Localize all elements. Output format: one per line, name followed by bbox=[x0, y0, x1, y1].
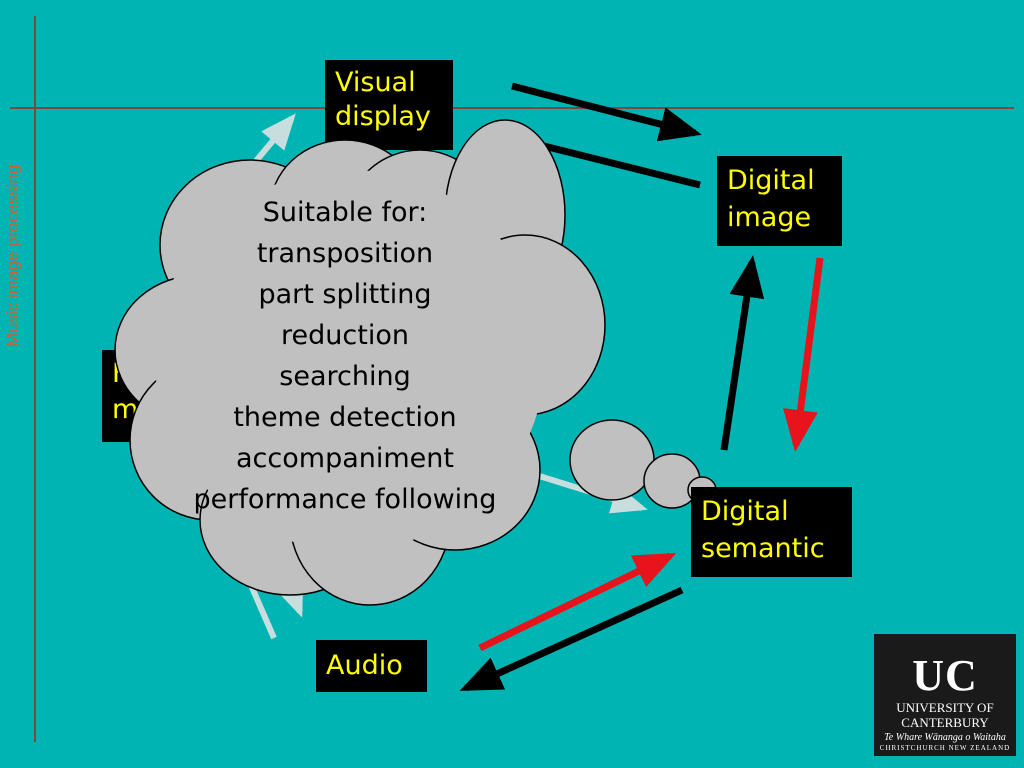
cloud-line: searching bbox=[279, 361, 411, 392]
node-digital-semantic-line2: semantic bbox=[701, 533, 825, 564]
arrow-visual-to-image bbox=[511, 82, 702, 142]
node-visual-display-text: Visual display bbox=[335, 67, 431, 132]
cloud-line: theme detection bbox=[233, 402, 457, 433]
node-digital-image-line1: Digital bbox=[727, 165, 815, 196]
node-digital-image-line2: image bbox=[727, 202, 812, 233]
thought-cloud-fill bbox=[155, 170, 545, 550]
cloud-line: transposition bbox=[256, 238, 434, 269]
node-visual-display: Visual display bbox=[325, 60, 453, 150]
node-digital-image: Digital image bbox=[717, 156, 842, 246]
cloud-line: performance following bbox=[193, 484, 497, 515]
arrow-audio-to-semantic bbox=[478, 552, 677, 652]
node-audio-text: Audio bbox=[326, 650, 403, 681]
cloud-line: reduction bbox=[281, 320, 409, 351]
logo-line3: Te Whare Wānanga o Waitaha bbox=[884, 732, 1006, 743]
cloud-line: part splitting bbox=[258, 279, 432, 310]
logo-line2: CANTERBURY bbox=[901, 715, 989, 730]
arrow-semantic-to-image bbox=[720, 255, 765, 451]
logo-line4: CHRISTCHURCH NEW ZEALAND bbox=[879, 744, 1011, 752]
logo-line1: UNIVERSITY OF bbox=[896, 700, 994, 715]
arrow-image-to-visual bbox=[519, 136, 701, 189]
cloud-text: Suitable for: transposition part splitti… bbox=[160, 192, 530, 520]
cloud-line: Suitable for: bbox=[262, 197, 428, 228]
node-digital-semantic: Digital semantic bbox=[691, 487, 852, 577]
arrow-image-to-semantic bbox=[783, 257, 824, 452]
node-digital-semantic-line1: Digital bbox=[701, 496, 789, 527]
horizontal-rule bbox=[10, 107, 1014, 109]
node-audio: Audio bbox=[316, 640, 427, 692]
cloud-line: accompaniment bbox=[236, 443, 454, 474]
vertical-rule bbox=[34, 16, 36, 742]
logo-mark: UC bbox=[912, 651, 978, 700]
university-logo: UC UNIVERSITY OF CANTERBURY Te Whare Wān… bbox=[874, 634, 1016, 756]
thought-bubble-large bbox=[569, 419, 655, 501]
arrow-semantic-to-audio bbox=[459, 586, 684, 692]
